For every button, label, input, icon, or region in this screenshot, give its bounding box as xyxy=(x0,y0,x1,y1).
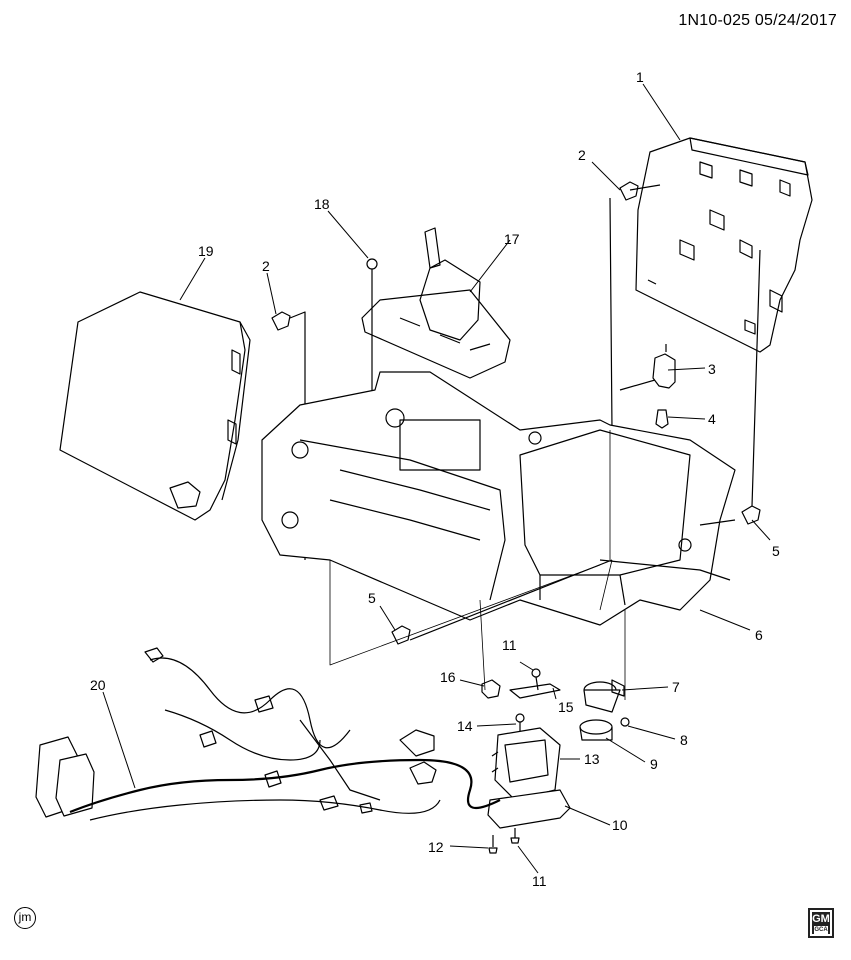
callout-13: 13 xyxy=(584,751,600,767)
diagram-header: 1N10-025 05/24/2017 xyxy=(678,12,837,30)
callout-16: 16 xyxy=(440,669,456,685)
callout-9: 9 xyxy=(650,756,658,772)
part-7-sensor xyxy=(583,679,625,713)
part-12-bolt xyxy=(488,835,498,854)
callout-8: 8 xyxy=(680,732,688,748)
part-10-plate xyxy=(487,789,571,829)
callout-6: 6 xyxy=(755,627,763,643)
part-6-console-frame xyxy=(261,371,736,626)
diagram-id: 1N10-025 xyxy=(678,12,751,29)
part-20-wiring-harness xyxy=(35,647,501,821)
callout-3: 3 xyxy=(708,361,716,377)
callout-15: 15 xyxy=(558,699,574,715)
callout-2-upper: 2 xyxy=(578,147,586,163)
callout-17: 17 xyxy=(504,231,520,247)
gm-logo: GM GCA xyxy=(808,908,834,938)
part-11-lower-screw xyxy=(510,828,520,844)
part-13-control-module xyxy=(491,727,561,801)
callout-19: 19 xyxy=(198,243,214,259)
part-1-side-panel xyxy=(635,137,813,353)
callout-7: 7 xyxy=(672,679,680,695)
diagram-date: 05/24/2017 xyxy=(754,12,837,29)
part-4-bulb xyxy=(655,409,669,429)
callout-20: 20 xyxy=(90,677,106,693)
part-3-bracket xyxy=(619,344,676,391)
gm-logo-sub: GCA xyxy=(814,926,828,934)
callout-5-lower: 5 xyxy=(368,590,376,606)
part-2-clip-upper xyxy=(609,181,661,431)
part-8-bolt xyxy=(620,717,630,727)
callout-11-upper: 11 xyxy=(502,637,517,653)
jm-mark: jm xyxy=(14,907,36,929)
part-19-left-panel xyxy=(59,291,251,521)
gm-logo-text: GM xyxy=(812,913,830,925)
callout-5-right: 5 xyxy=(772,543,780,559)
leader-lines-assembly xyxy=(329,430,626,700)
callout-leaders xyxy=(102,83,771,874)
part-5-clip-right xyxy=(699,249,761,526)
callout-labels: 1 2 2 3 4 5 5 6 7 8 9 10 11 11 12 13 14 … xyxy=(90,69,780,889)
part-15-bracket xyxy=(509,683,561,699)
callout-4: 4 xyxy=(708,411,716,427)
part-9-ring xyxy=(579,719,613,741)
part-16-nut xyxy=(481,679,501,699)
callout-12: 12 xyxy=(428,839,444,855)
callout-2-left: 2 xyxy=(262,258,270,274)
part-17-shifter xyxy=(361,227,511,379)
callout-10: 10 xyxy=(612,817,628,833)
callout-18: 18 xyxy=(314,196,330,212)
callout-11-lower: 11 xyxy=(532,873,547,889)
callout-14: 14 xyxy=(457,718,473,734)
callout-1: 1 xyxy=(636,69,644,85)
part-11-upper-screw xyxy=(531,668,541,691)
